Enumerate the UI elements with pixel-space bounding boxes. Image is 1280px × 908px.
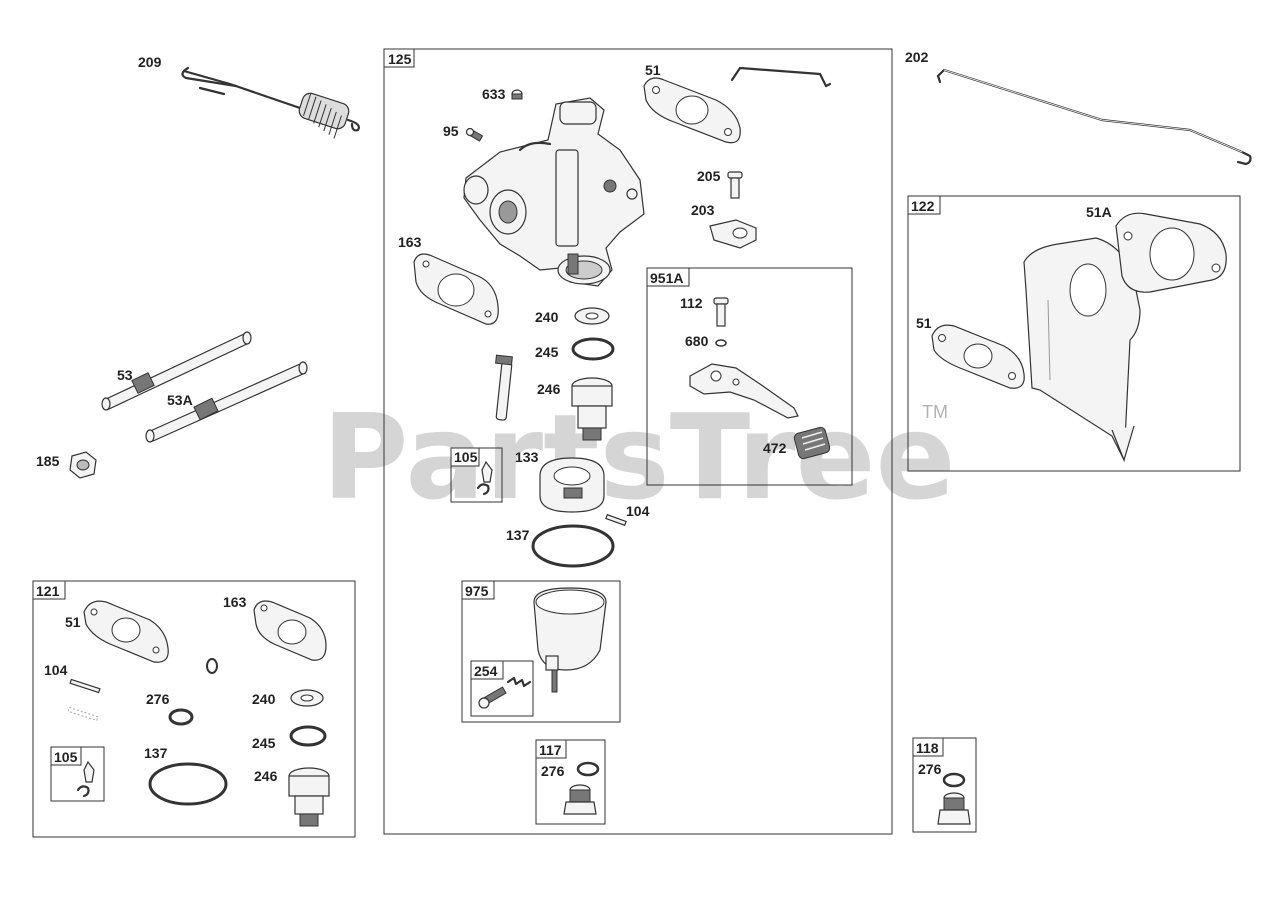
group-117-label[interactable]: 117 bbox=[539, 742, 562, 758]
callout-245[interactable]: 245 bbox=[535, 344, 559, 360]
callout-95[interactable]: 95 bbox=[443, 123, 459, 139]
callout-53A[interactable]: 53A bbox=[167, 392, 193, 408]
part-51A-gasket[interactable] bbox=[1115, 212, 1227, 293]
part-137-121-oring[interactable] bbox=[148, 762, 228, 806]
group-951A: 951A 112 680 472 bbox=[646, 267, 853, 486]
part-51-121-gasket[interactable] bbox=[83, 600, 169, 663]
part-975-float-bowl[interactable] bbox=[533, 587, 607, 693]
part-133-float[interactable] bbox=[539, 457, 605, 513]
group-117: 117 276 bbox=[535, 739, 606, 825]
callout-276-117[interactable]: 276 bbox=[541, 763, 565, 779]
callout-246[interactable]: 246 bbox=[537, 381, 561, 397]
callout-240[interactable]: 240 bbox=[535, 309, 559, 325]
part-121-small-washer[interactable] bbox=[206, 658, 218, 674]
group-105-needle: 105 bbox=[450, 447, 503, 503]
callout-472[interactable]: 472 bbox=[763, 440, 787, 456]
part-122-heat-shield[interactable] bbox=[1023, 237, 1141, 463]
callout-246-121[interactable]: 246 bbox=[254, 768, 278, 784]
part-104-121-pin[interactable] bbox=[67, 678, 101, 722]
callout-276-118[interactable]: 276 bbox=[918, 761, 942, 777]
group-975-label[interactable]: 975 bbox=[465, 583, 489, 599]
group-105-label[interactable]: 105 bbox=[454, 449, 478, 465]
part-51-122-gasket[interactable] bbox=[931, 324, 1025, 389]
part-53-shaft[interactable] bbox=[101, 331, 252, 411]
part-633[interactable] bbox=[511, 89, 523, 100]
part-choke-lever[interactable] bbox=[689, 363, 799, 419]
part-163-gasket[interactable] bbox=[413, 253, 499, 325]
part-276-121-washer[interactable] bbox=[168, 708, 194, 726]
group-125: 125 bbox=[383, 48, 893, 835]
callout-163[interactable]: 163 bbox=[398, 234, 422, 250]
callout-185[interactable]: 185 bbox=[36, 453, 60, 469]
part-246-121-bowl-nut[interactable] bbox=[288, 767, 330, 827]
watermark-trademark: TM bbox=[922, 402, 948, 422]
part-202-rod[interactable] bbox=[936, 68, 1252, 166]
group-105-121-label[interactable]: 105 bbox=[54, 749, 78, 765]
callout-112[interactable]: 112 bbox=[680, 295, 703, 311]
part-240-washer[interactable] bbox=[574, 307, 610, 325]
part-163-121-gasket[interactable] bbox=[253, 600, 327, 661]
part-245-121-ring[interactable] bbox=[289, 725, 327, 747]
part-118-fitting[interactable] bbox=[937, 792, 971, 825]
callout-680[interactable]: 680 bbox=[685, 333, 709, 349]
part-472-primer[interactable] bbox=[793, 426, 831, 460]
part-185-nut[interactable] bbox=[69, 451, 97, 479]
callout-133[interactable]: 133 bbox=[515, 449, 539, 465]
part-209-spring[interactable] bbox=[181, 66, 360, 139]
callout-202[interactable]: 202 bbox=[905, 49, 929, 65]
part-emulsion-tube[interactable] bbox=[495, 354, 513, 421]
part-51-gasket[interactable] bbox=[643, 77, 741, 144]
callout-205[interactable]: 205 bbox=[697, 168, 721, 184]
group-125-label[interactable]: 125 bbox=[388, 51, 412, 67]
part-245-ring[interactable] bbox=[571, 337, 615, 361]
callout-137-121[interactable]: 137 bbox=[144, 745, 168, 761]
part-246-bowl-nut[interactable] bbox=[571, 377, 613, 441]
group-122: 122 51A 51 bbox=[907, 195, 1241, 472]
callout-209[interactable]: 209 bbox=[138, 54, 162, 70]
part-203-bracket[interactable] bbox=[709, 219, 757, 249]
part-53A-shaft[interactable] bbox=[145, 361, 308, 443]
callout-163-121[interactable]: 163 bbox=[223, 594, 247, 610]
part-104-pin[interactable] bbox=[605, 513, 627, 527]
group-122-label[interactable]: 122 bbox=[911, 198, 935, 214]
callout-240-121[interactable]: 240 bbox=[252, 691, 276, 707]
callout-104[interactable]: 104 bbox=[626, 503, 650, 519]
part-112-screw[interactable] bbox=[713, 297, 729, 327]
part-680-washer[interactable] bbox=[715, 339, 727, 347]
callout-51-122[interactable]: 51 bbox=[916, 315, 932, 331]
group-121: 121 51 163 104 276 240 bbox=[32, 580, 356, 838]
group-951A-label[interactable]: 951A bbox=[650, 270, 683, 286]
callout-633[interactable]: 633 bbox=[482, 86, 506, 102]
group-975-bowl: 975 254 bbox=[461, 580, 621, 723]
callout-276-121[interactable]: 276 bbox=[146, 691, 170, 707]
group-105-121: 105 bbox=[50, 746, 105, 802]
part-205-bolt[interactable] bbox=[727, 171, 743, 199]
part-254-screw-spring[interactable] bbox=[478, 676, 532, 709]
callout-53[interactable]: 53 bbox=[117, 367, 133, 383]
group-254-label[interactable]: 254 bbox=[474, 663, 498, 679]
part-95-screw[interactable] bbox=[465, 127, 484, 142]
group-121-label[interactable]: 121 bbox=[36, 583, 60, 599]
part-276-117-washer[interactable] bbox=[576, 761, 600, 777]
part-117-fitting[interactable] bbox=[563, 784, 597, 815]
callout-104-121[interactable]: 104 bbox=[44, 662, 68, 678]
part-276-118-washer[interactable] bbox=[942, 772, 966, 788]
part-240-121-washer[interactable] bbox=[290, 689, 324, 707]
part-carburetor-body[interactable] bbox=[463, 97, 645, 287]
callout-203[interactable]: 203 bbox=[691, 202, 715, 218]
callout-245-121[interactable]: 245 bbox=[252, 735, 276, 751]
part-137-oring[interactable] bbox=[531, 524, 615, 568]
part-link-rod[interactable] bbox=[730, 66, 832, 88]
callout-137[interactable]: 137 bbox=[506, 527, 530, 543]
watermark-text: PartsTree bbox=[322, 388, 956, 526]
callout-51A-122[interactable]: 51A bbox=[1086, 204, 1112, 220]
callout-51[interactable]: 51 bbox=[645, 62, 661, 78]
group-118: 118 276 bbox=[912, 737, 977, 833]
callout-51-121[interactable]: 51 bbox=[65, 614, 81, 630]
group-118-label[interactable]: 118 bbox=[916, 740, 939, 756]
